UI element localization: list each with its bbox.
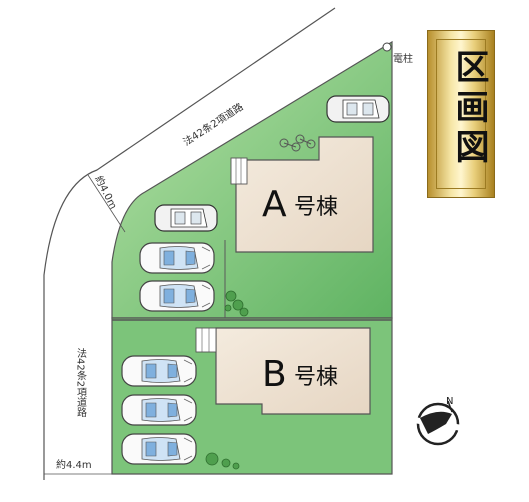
road-left-width-label: 約4.4m (56, 458, 92, 471)
lot-a-suffix: 号棟 (294, 195, 338, 220)
lot-b-suffix: 号棟 (294, 365, 338, 390)
car-icon (326, 95, 390, 123)
car-icon (139, 280, 215, 312)
building-a (235, 136, 374, 253)
car-icon (154, 204, 218, 232)
title-plaque: 区画図 (427, 30, 495, 198)
shrub-icon (224, 290, 249, 317)
page-title: 区画図 (449, 49, 489, 169)
car-icon (121, 355, 197, 387)
road-top-width-label: 約4.0m (92, 173, 120, 211)
building-b (215, 327, 371, 415)
lot-a-letter: A (262, 184, 287, 225)
road-left-label: 法42条2項道路 (75, 347, 87, 418)
car-icon (139, 242, 215, 274)
bicycle-icon (279, 134, 316, 152)
utility-pole-label: 電柱 (393, 52, 413, 65)
svg-text:N: N (446, 396, 453, 407)
shrub-icon (205, 452, 240, 470)
utility-pole-icon (382, 42, 392, 52)
car-icon (121, 394, 197, 426)
north-compass-icon: N (413, 396, 463, 446)
car-icon (121, 433, 197, 465)
road-edge-outer (43, 7, 336, 480)
lot-b-letter: B (262, 354, 287, 395)
